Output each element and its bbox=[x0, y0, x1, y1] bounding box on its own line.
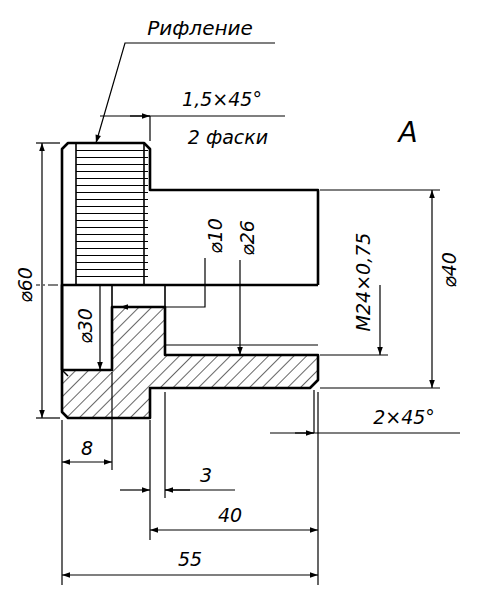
diameter-dimension: ⌀26 bbox=[238, 218, 258, 258]
length-dimension: 3 bbox=[198, 466, 214, 486]
diameter-dimension: ⌀10 bbox=[206, 216, 226, 256]
chamfer-dimension: 1,5×45° bbox=[180, 90, 264, 110]
length-dimension: 55 bbox=[176, 550, 204, 570]
view-letter: А bbox=[396, 118, 419, 147]
diameter-dimension: ⌀40 bbox=[440, 250, 460, 290]
diameter-dimension: ⌀30 bbox=[76, 306, 96, 346]
chamfer-dimension: 2×45° bbox=[371, 408, 437, 428]
chamfer-note: 2 фаски bbox=[186, 128, 270, 148]
length-dimension: 8 bbox=[79, 439, 95, 459]
length-dimension: 40 bbox=[216, 506, 244, 526]
note-text: Рифление bbox=[145, 18, 255, 39]
thread-dimension: M24×0,75 bbox=[354, 231, 374, 334]
diameter-dimension: ⌀60 bbox=[16, 265, 36, 305]
